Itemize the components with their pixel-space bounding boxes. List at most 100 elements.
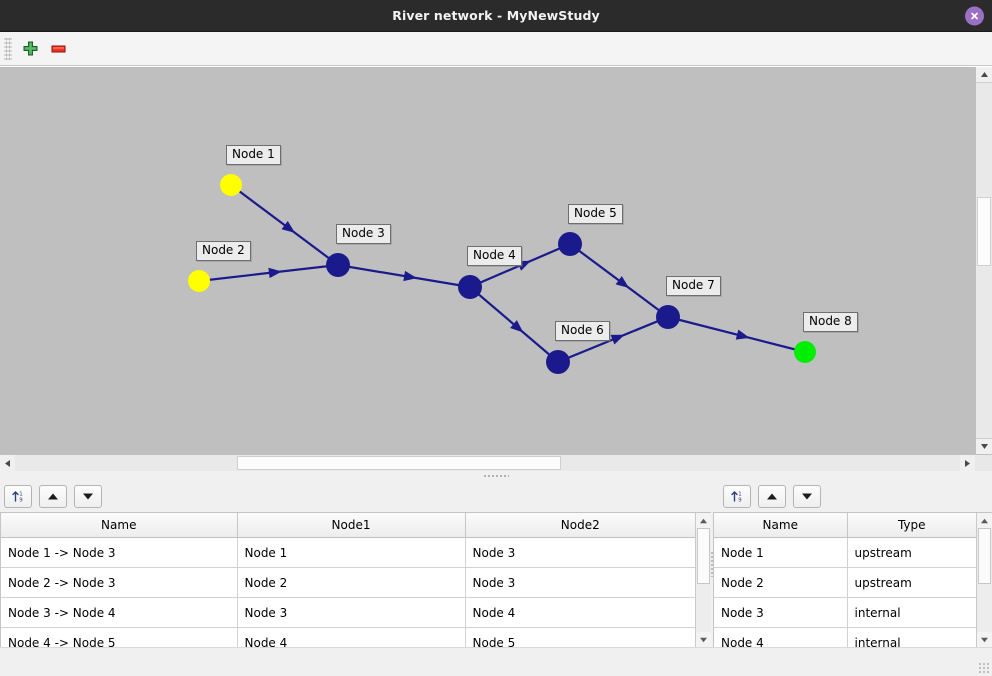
graph-hscroll-track[interactable] [15, 455, 960, 471]
add-plus-icon[interactable] [16, 35, 44, 63]
graph-node-label[interactable]: Node 3 [336, 224, 391, 244]
graph-node[interactable] [546, 350, 570, 374]
node-cell[interactable]: upstream [847, 567, 976, 598]
graph-node[interactable] [558, 232, 582, 256]
branch-cell[interactable]: Node 1 [237, 537, 466, 568]
graph-edge[interactable] [337, 263, 471, 289]
graph-node-label[interactable]: Node 7 [666, 276, 721, 296]
graph-node[interactable] [458, 275, 482, 299]
svg-text:1: 1 [19, 492, 22, 498]
scroll-down-icon[interactable] [976, 438, 992, 454]
node-cell[interactable]: Node 3 [714, 597, 848, 628]
branch-column-header[interactable]: Name [1, 513, 238, 538]
graph-node-label[interactable]: Node 5 [568, 204, 623, 224]
node-table-vertical-scrollbar[interactable] [976, 513, 992, 647]
graph-node[interactable] [188, 270, 210, 292]
node-cell[interactable]: Node 2 [714, 567, 848, 598]
scroll-up-icon[interactable] [976, 67, 992, 83]
window-footer [0, 647, 992, 676]
graph-node-label[interactable]: Node 1 [226, 145, 281, 165]
branch-cell[interactable]: Node 3 [465, 567, 695, 598]
node-scroll-up-icon[interactable] [977, 513, 992, 528]
branch-cell[interactable]: Node 2 -> Node 3 [1, 567, 238, 598]
graph-node[interactable] [656, 305, 680, 329]
node-move-down-button[interactable] [793, 485, 821, 508]
node-sort-ascending-icon[interactable]: 1 9 [723, 485, 751, 508]
branch-vscroll-thumb[interactable] [697, 528, 710, 584]
node-cell[interactable]: internal [847, 627, 976, 647]
window-resize-grip[interactable] [978, 662, 989, 673]
network-canvas[interactable]: Node 1 Node 2 Node 3 Node 4 Node 5 Node 6 Node… [0, 67, 975, 454]
branch-column-header[interactable]: Node2 [465, 513, 695, 538]
remove-minus-icon[interactable] [44, 35, 72, 63]
scroll-right-icon[interactable] [960, 455, 975, 471]
graph-horizontal-scrollbar[interactable] [0, 454, 992, 471]
graph-node-label[interactable]: Node 6 [555, 321, 610, 341]
graph-node-label[interactable]: Node 8 [803, 312, 858, 332]
node-cell[interactable]: Node 4 [714, 627, 848, 647]
branch-move-up-button[interactable] [39, 485, 67, 508]
node-vscroll-thumb[interactable] [978, 528, 991, 584]
node-cell[interactable]: upstream [847, 537, 976, 568]
vertical-splitter-grip [710, 551, 714, 577]
branch-cell[interactable]: Node 3 [237, 597, 466, 628]
node-move-up-button[interactable] [758, 485, 786, 508]
branch-table-vertical-scrollbar[interactable] [695, 513, 711, 647]
branch-cell[interactable]: Node 4 -> Node 5 [1, 627, 238, 647]
node-scroll-down-icon[interactable] [977, 632, 992, 647]
graph-node-label[interactable]: Node 4 [467, 246, 522, 266]
graph-node-label[interactable]: Node 2 [196, 241, 251, 261]
branch-scroll-up-icon[interactable] [696, 513, 711, 528]
close-icon[interactable] [965, 6, 984, 25]
graph-node[interactable] [794, 341, 816, 363]
branch-cell[interactable]: Node 3 -> Node 4 [1, 597, 238, 628]
graph-hscroll-thumb[interactable] [237, 456, 561, 470]
graph-vertical-scrollbar[interactable] [975, 67, 992, 454]
graph-edge-arrow [268, 267, 282, 279]
scroll-left-icon[interactable] [0, 455, 15, 471]
branch-vscroll-track[interactable] [696, 528, 711, 632]
toolbar-drag-handle[interactable] [4, 37, 12, 60]
branch-cell[interactable]: Node 4 [465, 597, 695, 628]
branch-scroll-down-icon[interactable] [696, 632, 711, 647]
graph-vscroll-thumb[interactable] [977, 197, 991, 266]
graph-edge[interactable] [198, 263, 339, 283]
graph-node[interactable] [220, 174, 242, 196]
branch-cell[interactable]: Node 2 [237, 567, 466, 598]
branch-cell[interactable]: Node 5 [465, 627, 695, 647]
graph-vscroll-track[interactable] [976, 83, 992, 438]
node-column-header[interactable]: Type [847, 513, 976, 538]
svg-text:9: 9 [738, 498, 742, 504]
svg-text:1: 1 [738, 492, 741, 498]
scrollbar-corner [975, 455, 992, 471]
horizontal-splitter[interactable] [0, 471, 992, 481]
branch-move-down-button[interactable] [74, 485, 102, 508]
node-column-header[interactable]: Name [714, 513, 848, 538]
graph-edge-arrow [403, 270, 418, 282]
node-cell[interactable]: internal [847, 597, 976, 628]
branch-cell[interactable]: Node 3 [465, 537, 695, 568]
graph-edge[interactable] [667, 315, 806, 354]
node-vscroll-track[interactable] [977, 528, 992, 632]
node-cell[interactable]: Node 1 [714, 537, 848, 568]
branch-cell[interactable]: Node 4 [237, 627, 466, 647]
branch-column-header[interactable]: Node1 [237, 513, 466, 538]
graph-node[interactable] [326, 253, 350, 277]
branch-sort-ascending-icon[interactable]: 1 9 [4, 485, 32, 508]
vertical-splitter[interactable] [710, 481, 714, 647]
graph-edge[interactable] [230, 184, 339, 266]
branch-panel-toolbar: 1 9 [0, 481, 711, 512]
branch-cell[interactable]: Node 1 -> Node 3 [1, 537, 238, 568]
